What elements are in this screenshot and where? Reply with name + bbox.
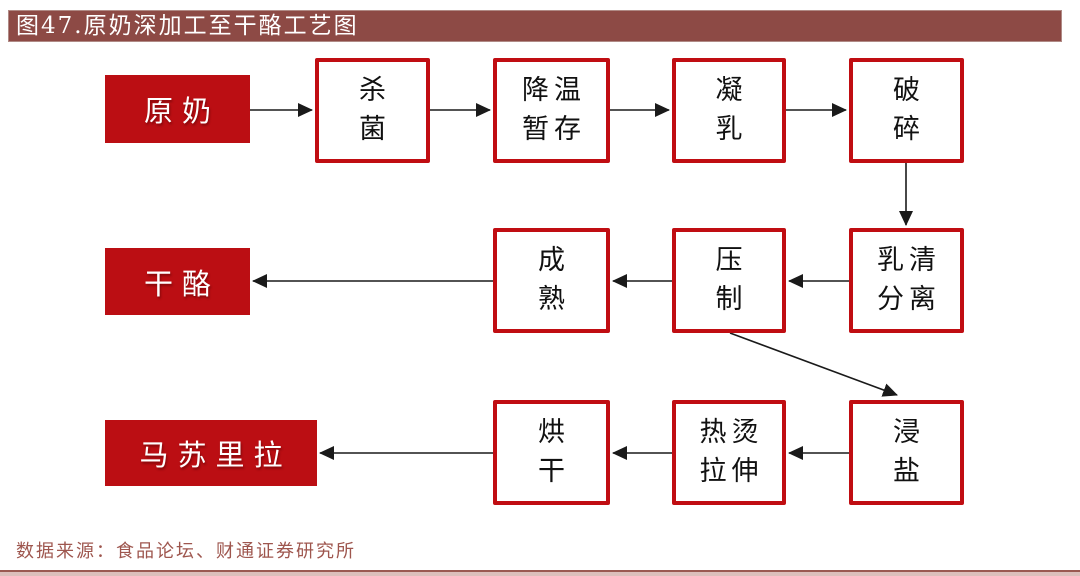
node-brine: 浸 盐: [849, 400, 964, 505]
node-curdle: 凝 乳: [672, 58, 786, 163]
data-source-note: 数据来源：食品论坛、财通证券研究所: [16, 541, 356, 562]
node-dry: 烘 干: [493, 400, 610, 505]
node-cheese: 干酪: [105, 248, 250, 315]
figure-bottom-rule: [0, 570, 1080, 576]
node-scald-stretch: 热烫 拉伸: [672, 400, 786, 505]
node-crush: 破 碎: [849, 58, 964, 163]
node-raw-milk: 原奶: [105, 75, 250, 143]
node-mature: 成 熟: [493, 228, 610, 333]
figure-title: 图47.原奶深加工至干酪工艺图: [8, 10, 1062, 42]
arrow-press-to-brine: [729, 332, 898, 397]
node-mozzarella: 马苏里拉: [105, 420, 317, 486]
node-whey-separation: 乳清 分离: [849, 228, 964, 333]
node-press: 压 制: [672, 228, 786, 333]
node-sterilize: 杀 菌: [315, 58, 430, 163]
node-cool-store: 降温 暂存: [493, 58, 610, 163]
